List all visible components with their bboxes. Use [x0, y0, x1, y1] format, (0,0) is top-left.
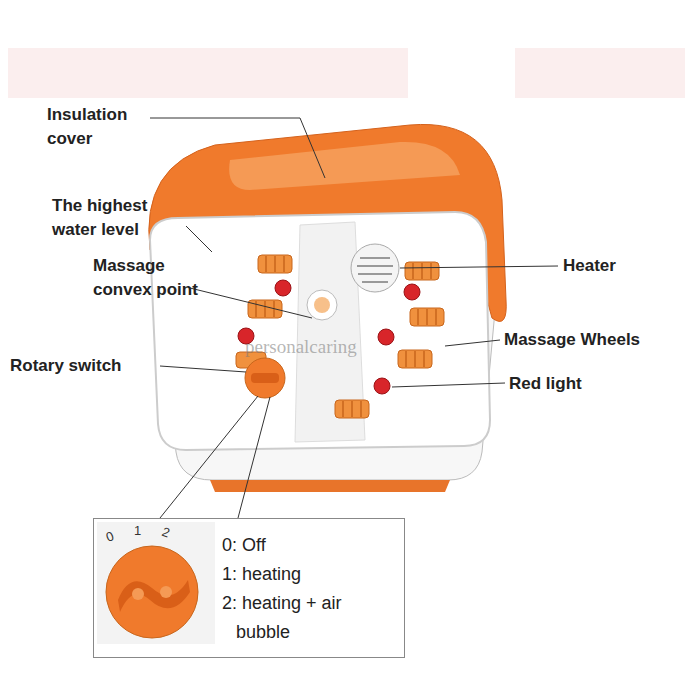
- lid-highlight: [229, 142, 460, 190]
- switch-setting: 1: heating: [222, 560, 386, 589]
- switch-setting: 0: Off: [222, 531, 386, 560]
- part-label: Red light: [509, 372, 659, 396]
- part-label: Heater: [563, 254, 683, 278]
- convex-knob: [307, 290, 337, 320]
- part-label: Rotary switch: [10, 354, 170, 378]
- rotary-switch-shape: [245, 358, 285, 398]
- switch-setting: 2: heating + air bubble: [222, 589, 386, 647]
- watermark: personalcaring: [245, 336, 415, 358]
- part-label: Massage Wheels: [504, 328, 684, 352]
- basin: [150, 212, 490, 450]
- dial-photo-ground: [97, 522, 215, 644]
- part-label: The highest water level: [52, 194, 187, 242]
- dial-shape: [106, 546, 198, 638]
- background-band: [8, 48, 408, 98]
- dial-digit: 1: [134, 523, 148, 538]
- leader-lines: [150, 118, 558, 518]
- massage-wheels: [236, 255, 444, 418]
- red-lights: [238, 280, 420, 394]
- dial-hole: [160, 586, 172, 598]
- dial-hole: [132, 588, 144, 600]
- part-label: Insulation cover: [47, 103, 159, 151]
- switch-grip: [251, 373, 279, 383]
- heater-dome: [351, 244, 399, 292]
- heater-slots: [357, 258, 393, 282]
- background-band: [515, 48, 685, 98]
- convex-knob-center: [314, 297, 330, 313]
- dial-groove: [118, 580, 190, 612]
- switch-legend-box: 0: Off1: heating2: heating + air bubble: [93, 518, 405, 658]
- part-label: Massage convex point: [93, 254, 208, 302]
